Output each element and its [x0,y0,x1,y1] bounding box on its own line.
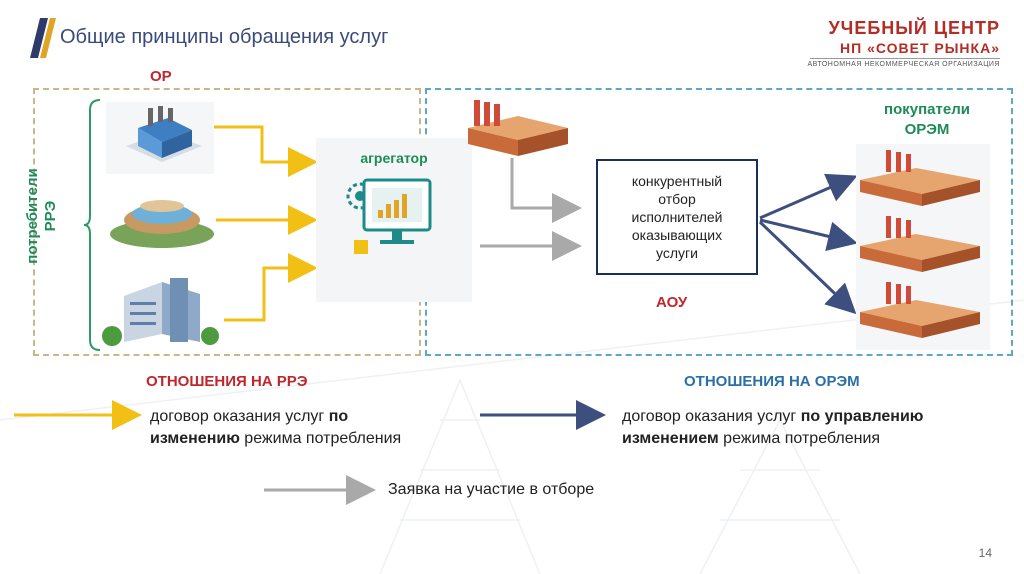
logo-divider [810,58,1000,59]
buyer-plant-1 [860,150,980,206]
aou-label: АОУ [656,294,688,311]
otbor-line-4: оказывающих [631,227,723,243]
otbor-line-2: отбор [658,191,696,207]
legend-blue-text1: договор оказания услуг [622,408,801,425]
arrow-otbor-to-buyer-1 [759,173,858,220]
office-building-icon [102,278,219,346]
buyer-plant-2 [860,216,980,272]
legend-gray-text: Заявка на участие в отборе [388,481,595,498]
page-title: Общие принципы обращения услуг [60,26,389,48]
computer-analytics-icon [346,178,432,254]
otbor-line-1: конкурентный [631,173,723,189]
legend-yellow-bold2: изменению [150,430,240,447]
logo-caption: АВТОНОМНАЯ НЕКОММЕРЧЕСКАЯ ОРГАНИЗАЦИЯ [807,61,1000,68]
arrow-generator-to-otbor [510,158,582,223]
aggregator-label: агрегатор [360,150,428,166]
or-label: ОР [150,68,172,85]
legend-blue-text: договор оказания услуг по управлению изм… [622,406,923,450]
legend-yellow-text1: договор оказания услуг [150,408,329,425]
otbor-line-3: исполнителей [631,209,723,225]
rre-relations-heading: ОТНОШЕНИЯ НА РРЭ [146,373,308,390]
legend-blue-bold1: по управлению [800,408,924,425]
otbor-line-5: услуги [656,245,698,261]
consumers-bracket [83,99,101,351]
buyers-label-line1: покупатели [884,101,970,118]
logo-subtitle: НП «СОВЕТ РЫНКА» [840,40,1000,56]
factory-icon [106,102,214,174]
orem-relations-heading: ОТНОШЕНИЯ НА ОРЭМ [684,373,860,390]
arrow-otbor-to-buyer-2 [759,218,858,252]
legend-yellow-text2: режима потребления [239,430,402,447]
arrow-office-to-aggregator [224,253,318,322]
logo-title: УЧЕБНЫЙ ЦЕНТР [828,18,1000,38]
legend-yellow-bold1: по [328,408,349,425]
power-plant-icon [468,100,568,156]
competitive-selection-box: конкурентный отбор исполнителей оказываю… [596,159,758,275]
buyers-plants-icon [856,144,990,350]
buyers-label: покупатели ОРЭМ [862,100,992,140]
arrow-otbor-to-buyer-3 [758,220,857,315]
title-accent-icon [30,18,56,58]
buyer-plant-3 [860,282,980,338]
legend-blue-text2: режима потребления [718,430,881,447]
legend-blue-bold2: изменением [622,430,719,447]
page-number: 14 [978,546,992,560]
buyers-label-line2: ОРЭМ [904,121,950,138]
mall-icon [110,200,214,248]
arrow-factory-to-aggregator [214,125,318,177]
legend-yellow-text: договор оказания услуг по изменению режи… [150,406,401,450]
